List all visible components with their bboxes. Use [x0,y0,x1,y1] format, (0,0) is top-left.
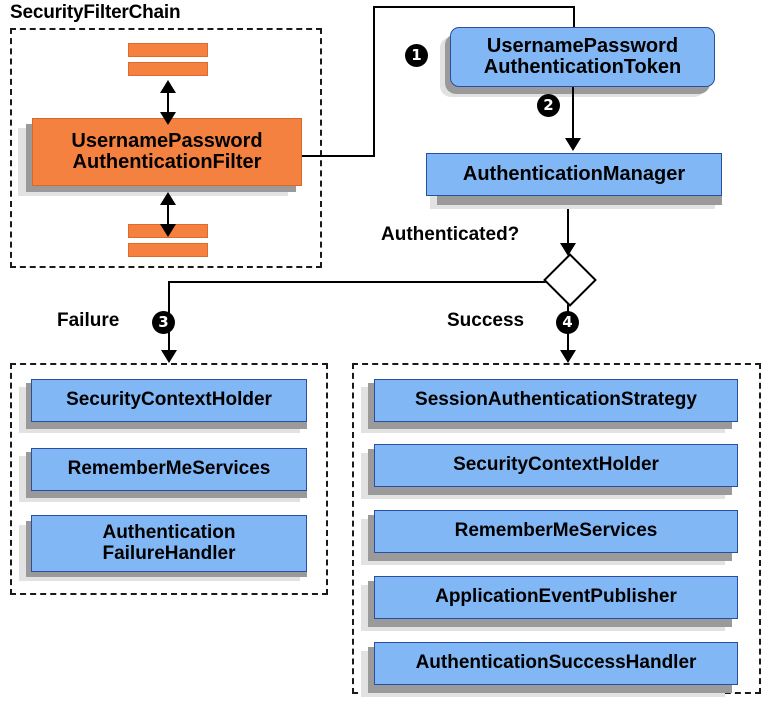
authenticated-decision-diamond[interactable] [543,253,597,307]
failure-item-label: RememberMeServices [67,458,271,480]
failure-label: Failure [57,310,120,331]
connector-manager-to-diamond [567,209,569,247]
filter-arrow-up-top [160,80,176,93]
arrow-to-success-group [560,350,576,363]
success-item-session-authentication-strategy[interactable]: SessionAuthenticationStrategy [374,379,738,422]
success-item-label: SecurityContextHolder [453,454,659,476]
success-item-label: AuthenticationSuccessHandler [415,652,697,674]
filter-arrow-down-top [160,112,176,125]
failure-item-security-context-holder[interactable]: SecurityContextHolder [31,379,307,422]
badge-3: 3 [152,311,175,334]
success-item-label: SessionAuthenticationStrategy [415,389,697,411]
success-label: Success [447,310,525,331]
arrow-token-to-manager [565,138,581,151]
connector-diamond-to-failure-h [168,281,553,283]
success-item-authentication-success-handler[interactable]: AuthenticationSuccessHandler [374,642,738,685]
security-filter-chain-title: SecurityFilterChain [10,2,181,23]
failure-group-container [10,363,328,595]
connector-filter-to-token-h1 [302,155,375,157]
authentication-manager-box[interactable]: AuthenticationManager [426,153,722,196]
filter-box-label: UsernamePassword AuthenticationFilter [71,129,263,173]
success-item-security-context-holder[interactable]: SecurityContextHolder [374,444,738,487]
success-item-remember-me-services[interactable]: RememberMeServices [374,510,738,553]
arrow-manager-to-diamond [560,243,576,256]
badge-2: 2 [537,94,560,117]
arrow-to-failure-group [161,350,177,363]
filter-bar-top-1 [128,43,208,57]
failure-item-remember-me-services[interactable]: RememberMeServices [31,448,307,491]
security-filter-chain-container [10,28,322,268]
username-password-authentication-filter-box[interactable]: UsernamePassword AuthenticationFilter [32,118,302,186]
connector-filter-to-token-v [373,6,375,157]
failure-item-label: Authentication FailureHandler [102,522,236,564]
connector-token-to-manager [572,87,574,142]
connector-filter-to-token-h2 [373,6,575,8]
filter-bar-top-2 [128,62,208,76]
filter-arrow-down-bottom [160,224,176,237]
success-item-label: ApplicationEventPublisher [435,586,677,608]
manager-box-label: AuthenticationManager [462,162,686,185]
badge-1: 1 [405,44,428,67]
authenticated-question-label: Authenticated? [381,224,520,245]
failure-item-label: SecurityContextHolder [66,389,272,411]
filter-bar-bottom-2 [128,243,208,257]
failure-item-authentication-failure-handler[interactable]: Authentication FailureHandler [31,515,307,572]
filter-arrow-stem-bottom [167,200,169,228]
connector-token-entry [573,6,575,32]
username-password-authentication-token-box[interactable]: UsernamePassword AuthenticationToken [450,27,715,87]
token-box-label: UsernamePassword AuthenticationToken [483,34,682,78]
filter-arrow-stem-top [167,88,169,116]
filter-arrow-up-bottom [160,192,176,205]
badge-4: 4 [556,311,579,334]
success-item-application-event-publisher[interactable]: ApplicationEventPublisher [374,576,738,619]
success-item-label: RememberMeServices [454,520,658,542]
